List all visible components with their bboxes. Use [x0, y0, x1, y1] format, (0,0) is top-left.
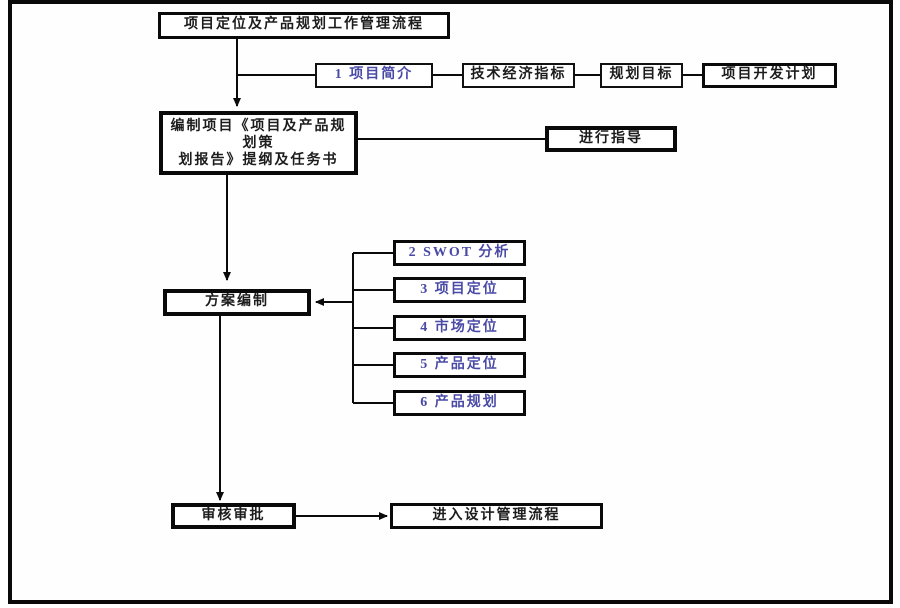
flow-node-tech-economic-index: 技术经济指标 — [462, 63, 575, 88]
compile-report-line2: 划报告》提纲及任务书 — [178, 152, 339, 168]
flow-node-project-positioning: 3 项目定位 — [393, 277, 526, 303]
flow-node-product-planning: 6 产品规划 — [393, 390, 526, 416]
flow-node-title: 项目定位及产品规划工作管理流程 — [158, 12, 450, 39]
flow-node-compile-report: 编制项目《项目及产品规划策 划报告》提纲及任务书 — [159, 111, 358, 175]
flow-node-product-positioning: 5 产品定位 — [393, 352, 526, 378]
flow-node-enter-design-process: 进入设计管理流程 — [390, 503, 603, 529]
flow-node-scheme-compilation: 方案编制 — [163, 289, 311, 316]
flow-node-market-positioning: 4 市场定位 — [393, 315, 526, 341]
compile-report-line1: 编制项目《项目及产品规划策 — [170, 119, 347, 151]
flow-node-review-approval: 审核审批 — [171, 503, 296, 529]
flow-node-swot-analysis: 2 SWOT 分析 — [393, 240, 526, 266]
flow-node-development-plan: 项目开发计划 — [702, 63, 837, 88]
flow-node-planning-goal: 规划目标 — [600, 63, 683, 88]
flow-node-guidance: 进行指导 — [545, 126, 677, 152]
flow-node-project-intro: 1 项目简介 — [315, 63, 433, 88]
